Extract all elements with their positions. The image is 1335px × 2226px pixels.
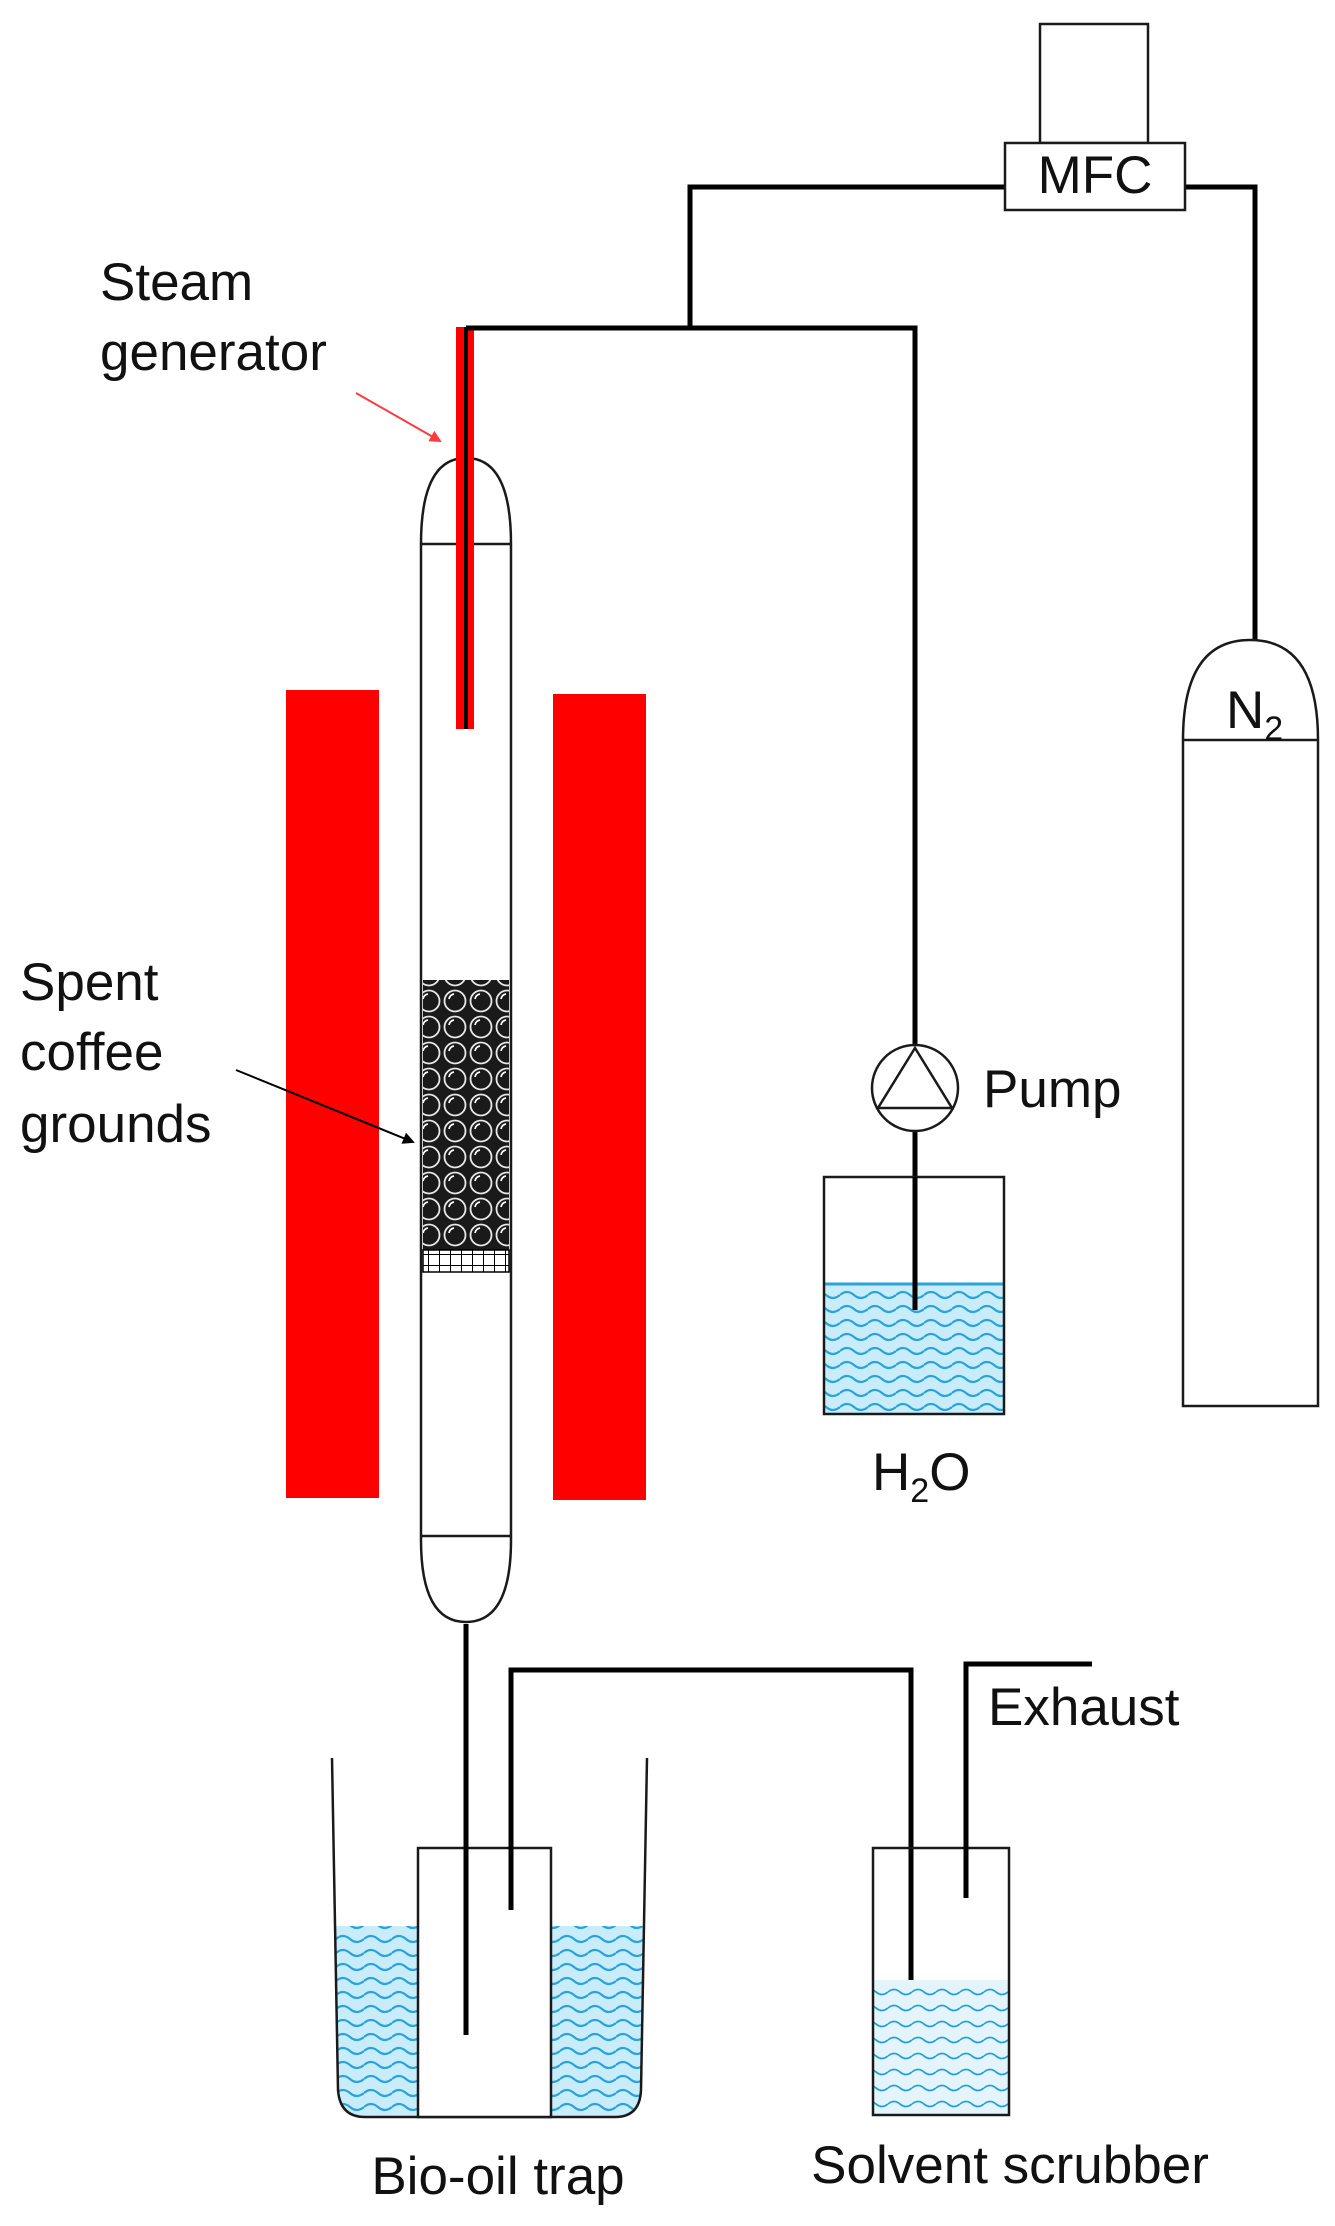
exhaust-line (963, 1661, 1092, 1898)
spent-coffee-arrow (235, 1069, 415, 1144)
bio-oil-trap-label: Bio-oil trap (371, 2147, 624, 2206)
bio-oil-trap: Bio-oil trap (330, 1624, 914, 2206)
steam-generator-callout: Steam generator (100, 253, 442, 442)
spent-coffee-label-line1: Spent (20, 953, 159, 1012)
n2-label: N2 (1226, 681, 1283, 748)
support-mesh (422, 1249, 510, 1273)
h2o-label-o: O (929, 1443, 970, 1502)
n2-feed-line-right (1185, 184, 1258, 640)
n2-label-sub: 2 (1264, 710, 1283, 748)
spent-coffee-callout: Spent coffee grounds (20, 953, 415, 1154)
furnace-left-block (286, 690, 379, 1498)
ice-bath-waves-left (335, 1926, 418, 2117)
mfc-body (1003, 141, 1187, 212)
mfc-head (1038, 22, 1150, 145)
exhaust-label: Exhaust (988, 1678, 1180, 1737)
steam-generator-arrow (355, 392, 442, 442)
n2-cylinder: N2 (1181, 638, 1320, 1408)
water-feed-line (466, 325, 918, 1046)
trap-to-scrubber-line (508, 1667, 914, 2030)
coffee-packed-bed (423, 980, 509, 1250)
n2-label-main: N (1226, 681, 1264, 740)
steam-generator-label-line1: Steam (100, 253, 253, 312)
mfc-label: MFC (1038, 146, 1153, 205)
pump-triangle (875, 1045, 955, 1110)
scrubber-waves (873, 1980, 1009, 2115)
cylinder-body (1181, 638, 1320, 1408)
pump-label: Pump (983, 1060, 1121, 1119)
solvent-scrubber: Exhaust Solvent scrubber (811, 1661, 1209, 2195)
steam-generator-label-line2: generator (100, 323, 327, 382)
spent-coffee-label-line3: grounds (20, 1095, 212, 1154)
steam-generator-tube (456, 327, 474, 729)
solvent-scrubber-label: Solvent scrubber (811, 2136, 1209, 2195)
h2o-label-sub: 2 (910, 1472, 929, 1510)
ice-bath-waves-right (551, 1926, 643, 2117)
spent-coffee-label-line2: coffee (20, 1023, 163, 1082)
furnace-heater (286, 690, 646, 1500)
h2o-label: H2O (872, 1443, 970, 1510)
mass-flow-controller: MFC (1003, 22, 1187, 212)
h2o-label-h: H (872, 1443, 910, 1502)
furnace-right-block (553, 694, 646, 1500)
reactor-tube (419, 456, 513, 1624)
water-reservoir: H2O (822, 1175, 1006, 1510)
scrubber-vessel (871, 1846, 1011, 2117)
trap-vessel (416, 1846, 553, 2119)
n2-feed-line-left (687, 184, 1005, 328)
pump-icon: Pump (870, 1043, 1121, 1133)
